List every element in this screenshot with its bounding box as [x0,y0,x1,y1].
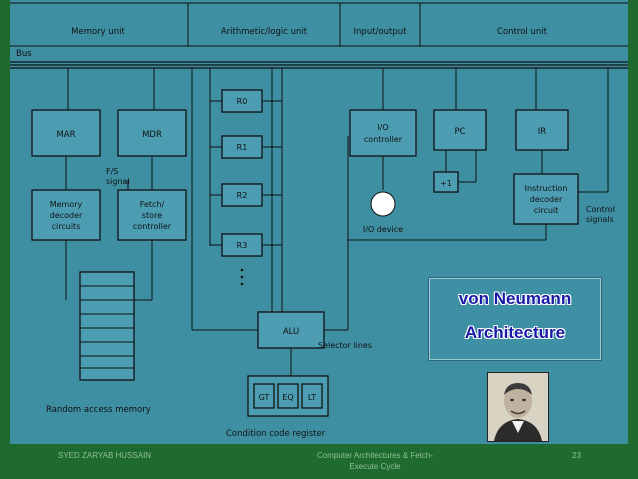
gt-label: GT [259,393,270,402]
callout-line-1: von Neumann [458,289,572,308]
instruction-decoder-label-2: decoder [530,195,563,204]
io-device-label: I/O device [363,225,403,234]
diagram-canvas: Memory unit Arithmetic/logic unit Input/… [10,2,628,439]
callout-line-2: Architecture [464,323,566,342]
io-controller-box [349,109,417,157]
r2-label: R2 [237,191,248,200]
ir-box [515,109,569,151]
section-io: Input/output [354,27,408,37]
mar-label: MAR [56,130,75,140]
pc-box [433,109,487,151]
footer-title-line-2: Execute Cycle [349,462,401,471]
io-device-icon [370,191,396,217]
ram-label: Random access memory [46,405,151,415]
io-controller-label-2: controller [364,135,403,144]
memory-decoder-label-2: decoder [50,211,83,220]
ir-label: IR [538,127,547,137]
control-signals-label-2: signals [586,215,614,224]
footer-author: SYED ZARYAB HUSSAIN [58,451,152,460]
section-alu: Arithmetic/logic unit [221,27,308,37]
increment-label: +1 [440,179,452,188]
footer-title-line-1: Computer Architectures & Fetch- [316,451,434,460]
fs-signal-label-1: F/S [106,167,118,176]
control-signals-label-1: Control [586,205,615,214]
selector-lines-label: Selector lines [318,341,372,350]
alu-label: ALU [283,327,299,337]
instruction-decoder-label-1: Instruction [525,184,568,193]
instruction-decoder-box [513,173,579,225]
fetch-store-label-2: store [142,211,162,220]
r1-label: R1 [237,143,248,152]
fs-signal-label-2: signal [106,177,130,186]
von-neumann-diagram: Memory unit Arithmetic/logic unit Input/… [10,0,628,444]
lt-label: LT [308,393,316,402]
register-r0 [210,89,282,113]
fetch-store-label-1: Fetch/ [140,200,165,209]
register-r3 [210,233,282,257]
eq-label: EQ [282,393,293,402]
section-memory-unit: Memory unit [71,27,125,37]
register-r1 [210,135,282,159]
von-neumann-callout: von Neumann Architecture [429,278,601,360]
footer-page-number: 23 [572,451,581,460]
section-control-unit: Control unit [497,27,548,37]
pc-label: PC [454,127,465,137]
fetch-store-box [117,189,187,241]
fetch-store-label-3: controller [133,222,172,231]
instruction-decoder-label-3: circuit [534,206,559,215]
io-controller-label-1: I/O [377,123,388,132]
portrait-photo [487,372,549,442]
register-ellipsis [240,268,244,286]
register-r2 [210,183,282,207]
bus-label: Bus [16,49,32,59]
mdr-box [117,109,187,157]
mdr-label: MDR [142,130,162,140]
r3-label: R3 [237,241,248,250]
memory-decoder-box [31,189,101,241]
ccr-label: Condition code register [226,429,326,439]
r0-label: R0 [237,97,248,106]
random-access-memory [79,271,135,381]
condition-code-register [247,375,329,417]
memory-decoder-label-1: Memory [50,200,83,209]
memory-decoder-label-3: circuits [52,222,81,231]
mar-box [31,109,101,157]
